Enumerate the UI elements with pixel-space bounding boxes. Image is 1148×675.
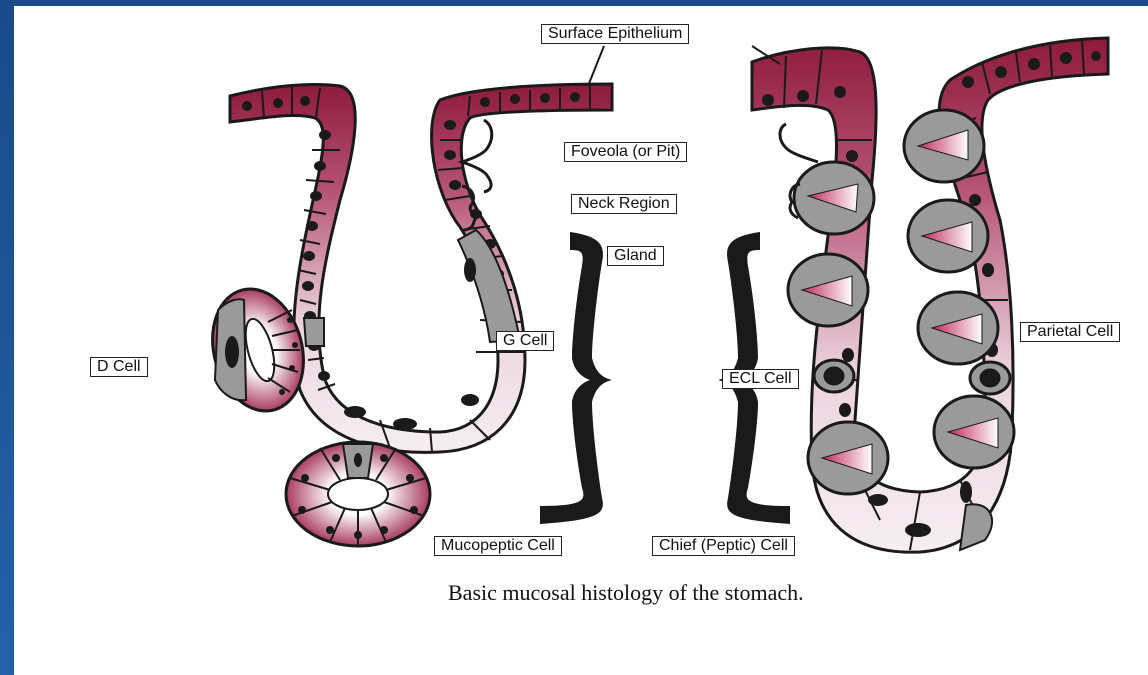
label-chief-cell: Chief (Peptic) Cell: [652, 536, 795, 556]
ecl-cells: [814, 360, 1010, 394]
label-surface-epithelium: Surface Epithelium: [541, 24, 689, 44]
stomach-histology-diagram: [14, 6, 1148, 675]
label-d-cell: D Cell: [90, 357, 148, 377]
label-ecl-cell: ECL Cell: [722, 369, 799, 389]
diagram-canvas: Surface Epithelium Foveola (or Pit) Neck…: [14, 6, 1148, 675]
parietal-cell: [788, 254, 868, 326]
label-foveola: Foveola (or Pit): [564, 142, 687, 162]
mucopeptic-cross-section: [286, 442, 430, 546]
parietal-cell: [918, 292, 998, 364]
label-parietal-cell: Parietal Cell: [1020, 322, 1120, 342]
label-g-cell: G Cell: [496, 331, 554, 351]
label-mucopeptic-cell: Mucopeptic Cell: [434, 536, 562, 556]
parietal-cell: [808, 422, 888, 494]
gland-left-brace: [540, 232, 612, 524]
parietal-cell: [934, 396, 1014, 468]
label-gland: Gland: [607, 246, 664, 266]
label-neck-region: Neck Region: [571, 194, 677, 214]
figure-caption: Basic mucosal histology of the stomach.: [448, 580, 804, 606]
parietal-cell: [908, 200, 988, 272]
parietal-cell: [904, 110, 984, 182]
parietal-cell: [794, 162, 874, 234]
